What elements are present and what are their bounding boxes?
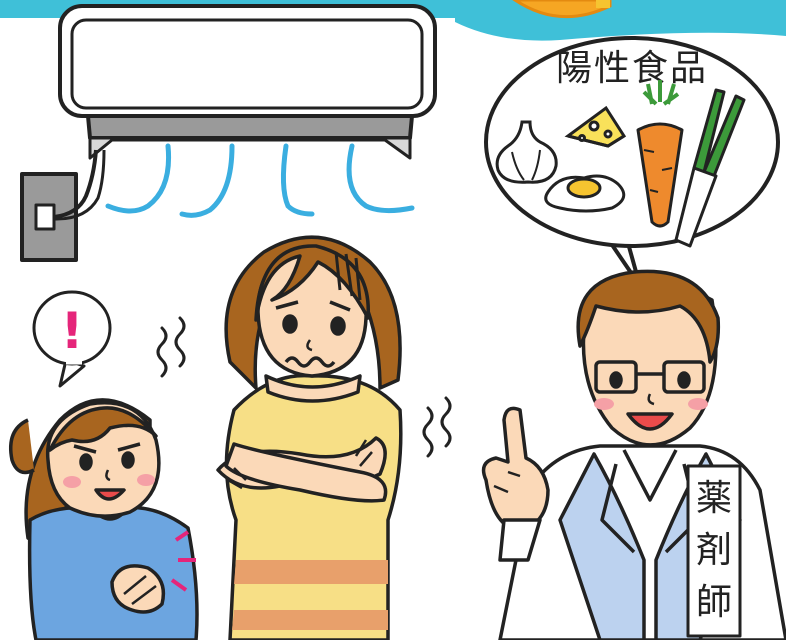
girl-figure: [9, 398, 199, 640]
speech-bubble: 陽性食品: [484, 36, 780, 288]
exclamation-mark: !: [61, 302, 84, 360]
wall-outlet-icon: [20, 149, 106, 262]
exclamation-bubble: !: [32, 290, 112, 388]
shiver-marks: [156, 316, 452, 458]
fried-egg-icon: [544, 174, 626, 213]
cold-air-flow: [105, 143, 415, 218]
badge-char-2: 剤: [696, 530, 732, 571]
carrot-icon: [636, 80, 684, 228]
bubble-title: 陽性食品: [556, 48, 708, 89]
leek-icon: [674, 88, 746, 248]
garlic-icon: [495, 120, 558, 184]
badge-char-3: 師: [696, 582, 732, 623]
badge-char-1: 薬: [696, 478, 732, 519]
cheese-icon: [564, 105, 627, 148]
air-conditioner-icon: [58, 4, 437, 160]
name-badge: 薬 剤 師: [686, 464, 742, 638]
pharmacist-figure: 薬 剤 師: [481, 269, 786, 640]
woman-figure: [216, 235, 403, 640]
